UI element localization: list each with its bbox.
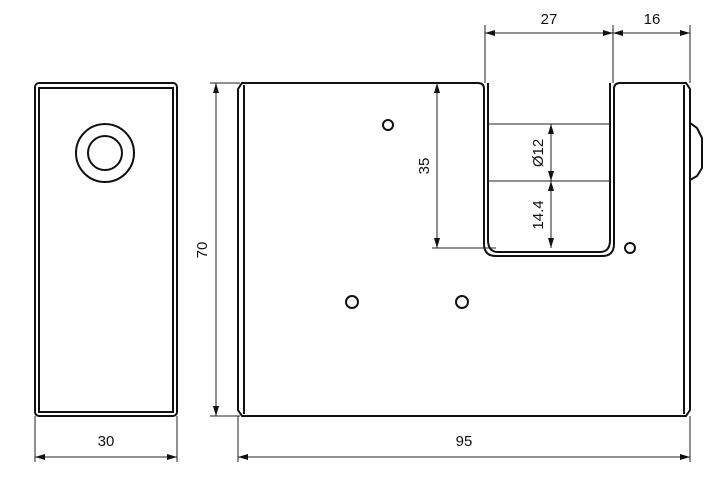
dim-label-95: 95 (456, 433, 473, 450)
dimension-shackle: Ø12 14.4 (530, 124, 554, 248)
dimension-height: 70 (194, 82, 240, 417)
dim-label-70: 70 (194, 242, 211, 259)
dimension-shackle-depth: 35 (416, 83, 496, 249)
dim-label-30: 30 (98, 433, 115, 450)
dimension-body-width: 95 (237, 416, 691, 462)
dimension-top: 27 16 (484, 11, 691, 83)
dim-label-27: 27 (541, 11, 558, 28)
dim-label-35: 35 (416, 158, 433, 175)
rivet-hole (382, 119, 394, 131)
dim-label-14-4: 14.4 (530, 200, 547, 229)
dimension-side-width: 30 (34, 416, 178, 462)
rivet-hole (624, 242, 636, 254)
side-view (34, 82, 178, 417)
rivet-hole (455, 295, 469, 309)
front-view (237, 82, 703, 417)
rivet-hole (345, 295, 359, 309)
dim-label-16: 16 (644, 11, 661, 28)
dim-label-dia12: Ø12 (530, 139, 547, 167)
